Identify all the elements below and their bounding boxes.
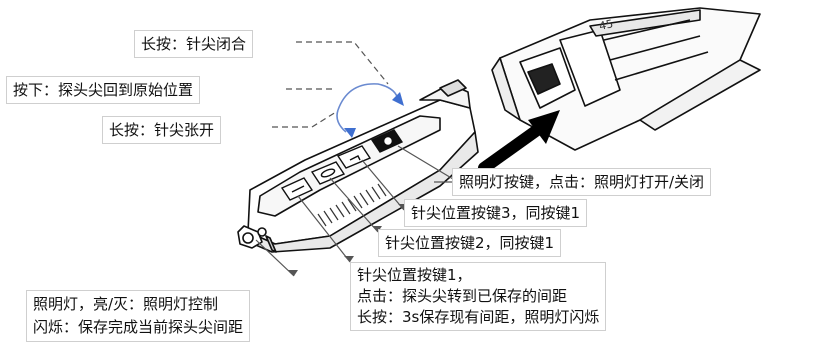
leader-lines (255, 41, 459, 277)
label-position-key-3: 针尖位置按键3，同按键1 (404, 199, 588, 227)
label-light-status: 照明灯，亮/灭：照明灯控制 闪烁：保存完成当前探头尖间距 (26, 290, 251, 342)
direction-arrow (478, 110, 560, 174)
label-light-button: 照明灯按键，点击：照明灯打开/关闭 (452, 168, 712, 196)
label-long-press-close: 长按：针尖闭合 (134, 30, 254, 58)
probe-top-marking: 45 (598, 17, 614, 33)
label-position-key-1: 针尖位置按键1， 点击：探头尖转到已保存的间距 长按：3s保存现有间距，照明灯闪… (350, 262, 607, 331)
rotation-arrow-head-right (392, 92, 404, 106)
position-key-1-line2: 点击：探头尖转到已保存的间距 (357, 287, 568, 305)
label-press-reset: 按下：探头尖回到原始位置 (6, 76, 201, 104)
probe-tip-closeup (491, 7, 761, 151)
position-key-1-line3: 长按：3s保存现有间距，照明灯闪烁 (357, 308, 600, 326)
light-status-line2: 闪烁：保存完成当前探头尖间距 (33, 318, 244, 336)
light-status-line1: 照明灯，亮/灭：照明灯控制 (33, 295, 219, 313)
rotation-arrow-head-left (344, 128, 356, 138)
probe-grip-ridges (317, 183, 387, 227)
probe-buttons (280, 129, 404, 201)
rotation-indicator (336, 83, 399, 133)
label-long-press-open: 长按：针尖张开 (102, 116, 222, 144)
label-position-key-2: 针尖位置按键2，同按键1 (378, 229, 562, 257)
position-key-1-line1: 针尖位置按键1， (357, 266, 472, 284)
